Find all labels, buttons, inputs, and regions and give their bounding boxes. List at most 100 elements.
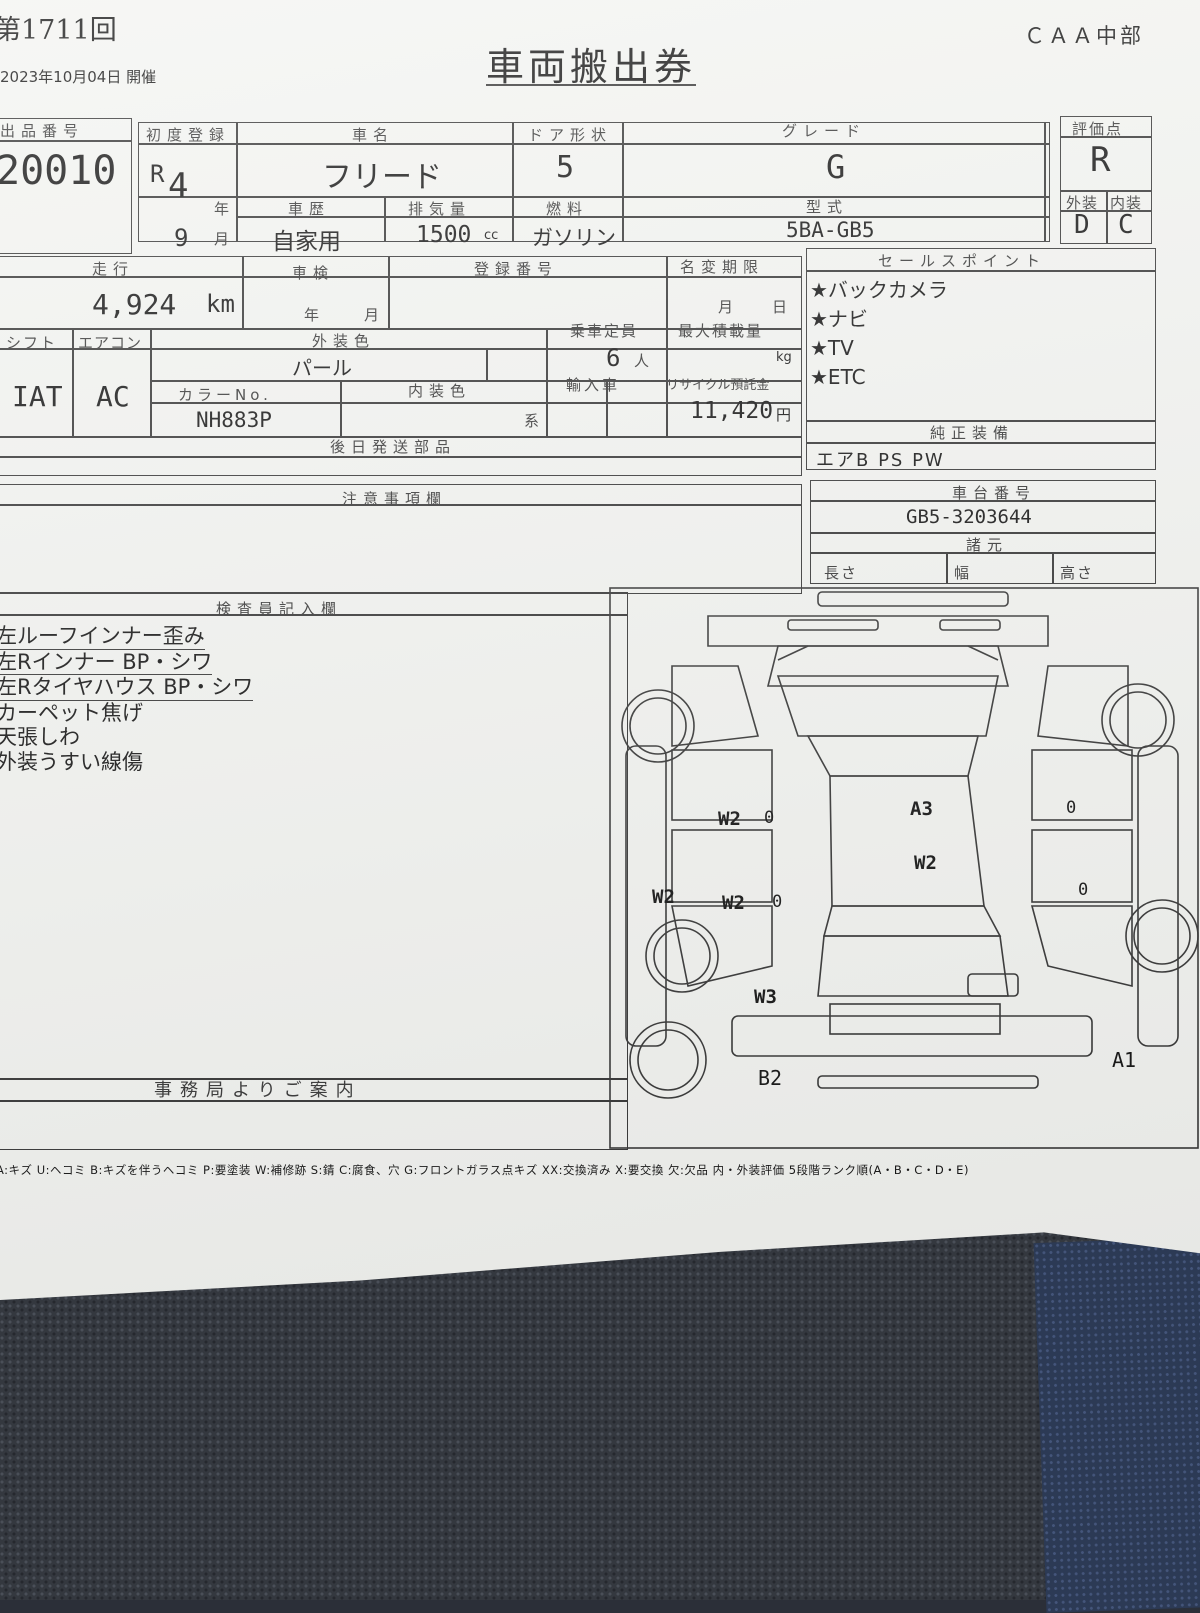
capacity-value: 6 <box>606 344 621 372</box>
left-front-door <box>671 749 773 821</box>
car-name-value: フリード <box>322 160 442 195</box>
notes-label: 注意事項欄 <box>342 490 448 508</box>
auction-date: 2023年10月04日 開催 <box>0 68 157 86</box>
right-front-fender <box>1037 665 1129 747</box>
divider <box>512 122 514 242</box>
plate <box>967 973 1019 997</box>
inspector-note: 天張しわ <box>0 725 80 749</box>
vehicle-info-grid <box>138 122 1050 242</box>
session-number: 第1711回 <box>0 15 117 46</box>
divider <box>486 348 488 380</box>
score-value: R <box>1090 140 1111 180</box>
lot-number-label: 出品番号 <box>0 122 85 140</box>
inspector-note: 左Rインナー BP・シワ <box>0 650 213 675</box>
recycle-value: 11,420 <box>690 398 774 424</box>
era-value: R <box>150 160 165 188</box>
auction-sheet: 第1711回 2023年10月04日 開催 車両搬出券 ＣＡＡ中部 出品番号 2… <box>0 0 1200 1300</box>
sales-points-list: ★バックカメラ ★ナビ ★TV ★ETC <box>810 276 948 392</box>
organizer: ＣＡＡ中部 <box>1024 24 1144 48</box>
inspector-note: 左Rタイヤハウス BP・シワ <box>0 675 254 701</box>
door-label: ドア形状 <box>528 126 613 144</box>
title-underline <box>486 84 696 86</box>
genuine-equipment-value: エアB PS PW <box>816 450 945 471</box>
inspection-year-unit: 年 <box>304 306 326 324</box>
later-parts-label: 後日発送部品 <box>330 438 457 456</box>
car-damage-diagram <box>609 587 1199 1149</box>
divider <box>72 328 74 436</box>
right-step <box>1137 745 1179 1047</box>
recycle-label: リサイクル預託金 <box>666 378 770 393</box>
inspection-label: 車検 <box>292 264 335 282</box>
shift-label: シフト <box>6 334 58 352</box>
roof-front <box>806 735 980 777</box>
kg-unit: kg <box>776 350 792 365</box>
inspector-note: カーペット焦げ <box>0 700 143 725</box>
height-label: 高さ <box>1060 564 1095 582</box>
wheel-rear-right-inner <box>1133 907 1191 965</box>
left-quarter <box>671 905 773 987</box>
right-front-door <box>1031 749 1133 821</box>
divider <box>150 380 802 382</box>
damage-mark: 0 <box>1078 880 1089 900</box>
sales-point-item: ★バックカメラ <box>810 278 948 302</box>
lot-number-cell <box>0 118 132 254</box>
first-reg-label: 初度登録 <box>146 126 231 144</box>
sales-point-item: ★ETC <box>810 365 866 389</box>
door-value: 5 <box>556 150 575 185</box>
grade-value: G <box>826 148 846 186</box>
divider <box>1060 136 1152 138</box>
lot-number-value: 20010 <box>0 148 117 194</box>
wheel-rear-left <box>645 919 719 993</box>
year-unit: 年 <box>214 200 236 218</box>
score-label: 評価点 <box>1072 120 1124 138</box>
chassis-box <box>810 480 1156 584</box>
rear-glass <box>822 905 1002 937</box>
model-label: 型式 <box>806 198 849 216</box>
name-change-month-unit: 月 <box>718 298 740 316</box>
history-label: 車歴 <box>288 200 331 218</box>
divider <box>0 328 802 330</box>
int-color-suffix: 系 <box>524 412 546 430</box>
grade-label: グレード <box>782 122 867 140</box>
divider <box>340 380 342 436</box>
divider <box>1052 552 1054 584</box>
roof-rail <box>817 591 1009 607</box>
divider <box>0 140 132 142</box>
displacement-label: 排気量 <box>408 200 472 218</box>
reg-month-value: 9 <box>174 224 189 252</box>
windshield <box>776 675 999 737</box>
length-label: 長さ <box>824 564 859 582</box>
tailgate <box>817 935 1009 997</box>
divider <box>242 256 244 328</box>
divider <box>388 256 390 328</box>
width-label: 幅 <box>954 564 976 582</box>
wheel-front-left <box>621 689 695 763</box>
office-notice-label: 事務局よりご案内 <box>154 1080 362 1101</box>
damage-mark: 0 <box>764 808 775 828</box>
divider <box>666 256 668 436</box>
divider <box>384 196 386 242</box>
month-unit: 月 <box>214 230 236 248</box>
fuel-label: 燃料 <box>546 200 589 218</box>
inspector-label: 検査員記入欄 <box>216 600 343 618</box>
damage-mark: A3 <box>910 798 933 820</box>
max-load-label: 最大積載量 <box>678 322 764 340</box>
spare-wheel <box>629 1021 707 1099</box>
divider <box>0 1078 628 1080</box>
divider <box>606 380 608 436</box>
interior-grade-label: 内装 <box>1110 194 1143 212</box>
inspector-note: 左ルーフインナー歪み <box>0 624 205 650</box>
sales-points-label: セールスポイント <box>878 252 1047 270</box>
divider <box>810 552 1156 554</box>
damage-mark: W3 <box>754 986 777 1008</box>
inspector-note: 外装うすい線傷 <box>0 749 143 774</box>
sales-point-item: ★TV <box>810 336 854 360</box>
divider <box>0 504 802 506</box>
person-unit: 人 <box>634 352 656 370</box>
ext-color-value: パール <box>292 356 352 380</box>
notes-box <box>0 484 802 594</box>
color-no-value: NH883P <box>196 408 272 432</box>
mileage-unit: km <box>206 290 235 318</box>
divider <box>810 500 1156 502</box>
yen-unit: 円 <box>776 406 792 424</box>
